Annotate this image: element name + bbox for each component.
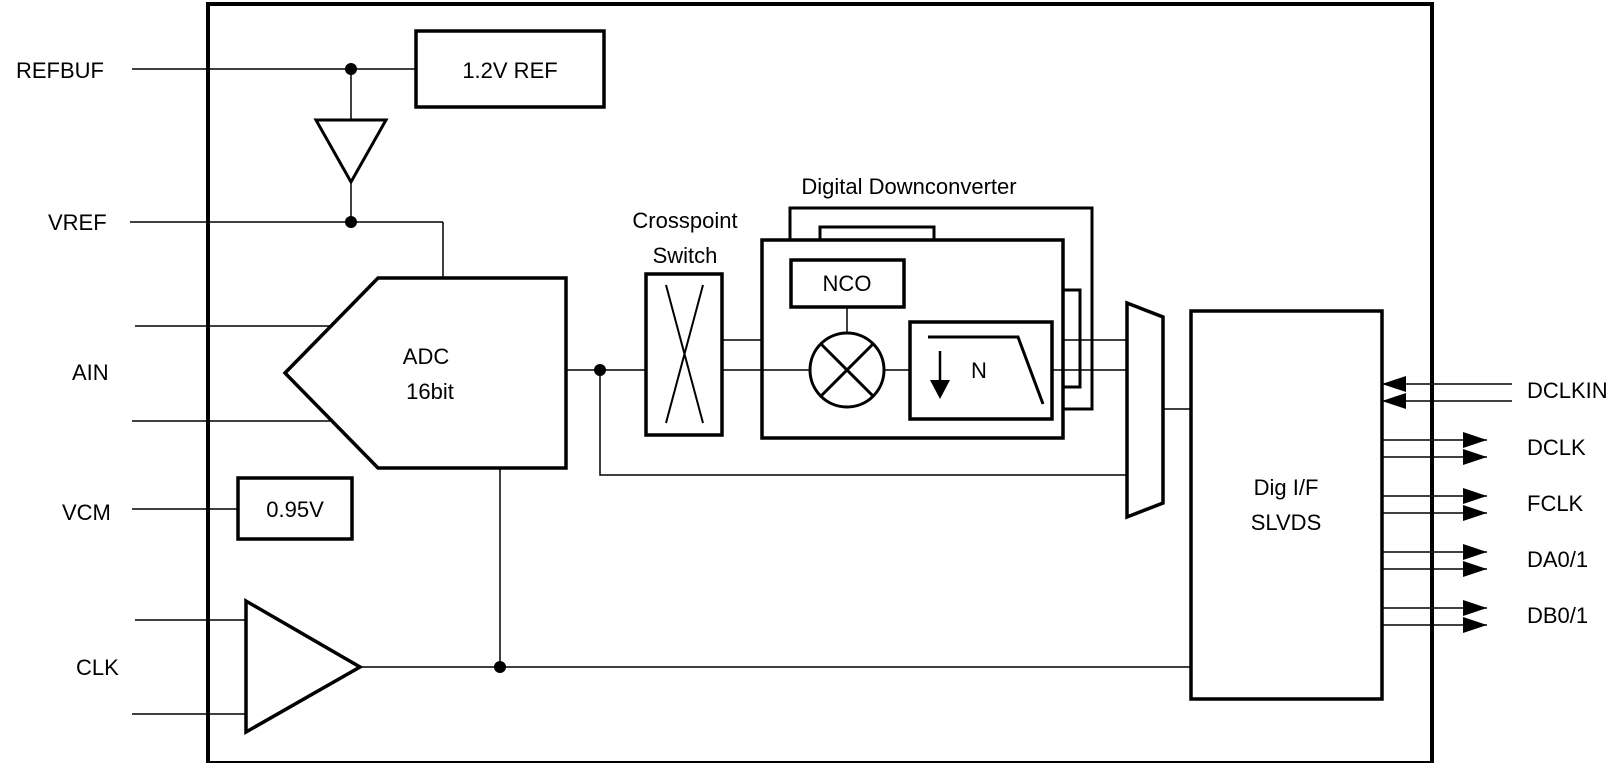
output-mux bbox=[1125, 300, 1165, 520]
pin-label-vcm: VCM bbox=[62, 500, 111, 525]
ref-1v2-block bbox=[414, 29, 606, 109]
decimation-factor-label: N bbox=[971, 358, 987, 383]
ref-1v2-label: 1.2V REF bbox=[462, 58, 557, 83]
db-arrow-icon-1 bbox=[1463, 600, 1487, 616]
dclkin-arrow-icon-1 bbox=[1382, 376, 1406, 392]
pin-label-fclk: FCLK bbox=[1527, 491, 1584, 516]
dclk-arrow-icon-2 bbox=[1463, 449, 1487, 465]
pin-label-vref: VREF bbox=[48, 210, 107, 235]
dclk-arrow-icon-1 bbox=[1463, 432, 1487, 448]
ddc-back-side bbox=[1061, 288, 1082, 389]
digital-interface-label-line2: SLVDS bbox=[1251, 510, 1322, 535]
adc-label-line2: 16bit bbox=[406, 379, 454, 404]
vref-junction-dot bbox=[345, 216, 357, 228]
pin-label-da: DA0/1 bbox=[1527, 547, 1588, 572]
ddc-title: Digital Downconverter bbox=[801, 174, 1016, 199]
dclkin-arrow-icon-2 bbox=[1382, 393, 1406, 409]
pin-label-clk: CLK bbox=[76, 655, 119, 680]
crosspoint-label-line1: Crosspoint bbox=[632, 208, 737, 233]
da-arrow-icon-2 bbox=[1463, 561, 1487, 577]
adc-label-line1: ADC bbox=[403, 344, 450, 369]
crosspoint-label-line2: Switch bbox=[653, 243, 718, 268]
pin-label-dclkin: DCLKIN bbox=[1527, 378, 1608, 403]
vcm-ref-label: 0.95V bbox=[266, 497, 324, 522]
vcm-ref-block bbox=[236, 476, 354, 541]
mixer-icon bbox=[808, 331, 886, 409]
pin-label-refbuf: REFBUF bbox=[16, 58, 104, 83]
fclk-arrow-icon-1 bbox=[1463, 488, 1487, 504]
adc-block bbox=[282, 276, 568, 470]
reference-buffer-triangle bbox=[313, 118, 389, 186]
da-arrow-icon-1 bbox=[1463, 544, 1487, 560]
digital-interface-block bbox=[1189, 309, 1384, 701]
db-arrow-icon-2 bbox=[1463, 617, 1487, 633]
clock-buffer-triangle bbox=[244, 597, 364, 736]
digital-interface-label-line1: Dig I/F bbox=[1254, 475, 1319, 500]
nco-label: NCO bbox=[823, 271, 872, 296]
pin-label-db: DB0/1 bbox=[1527, 603, 1588, 628]
fclk-arrow-icon-2 bbox=[1463, 505, 1487, 521]
pin-label-ain: AIN bbox=[72, 360, 109, 385]
pin-label-dclk: DCLK bbox=[1527, 435, 1586, 460]
crosspoint-cross-line-2 bbox=[665, 284, 704, 424]
decimation-down-arrow-icon bbox=[930, 380, 950, 399]
lowpass-filter-icon bbox=[928, 335, 1045, 405]
adc-bypass-to-mux-wire bbox=[599, 370, 1127, 476]
